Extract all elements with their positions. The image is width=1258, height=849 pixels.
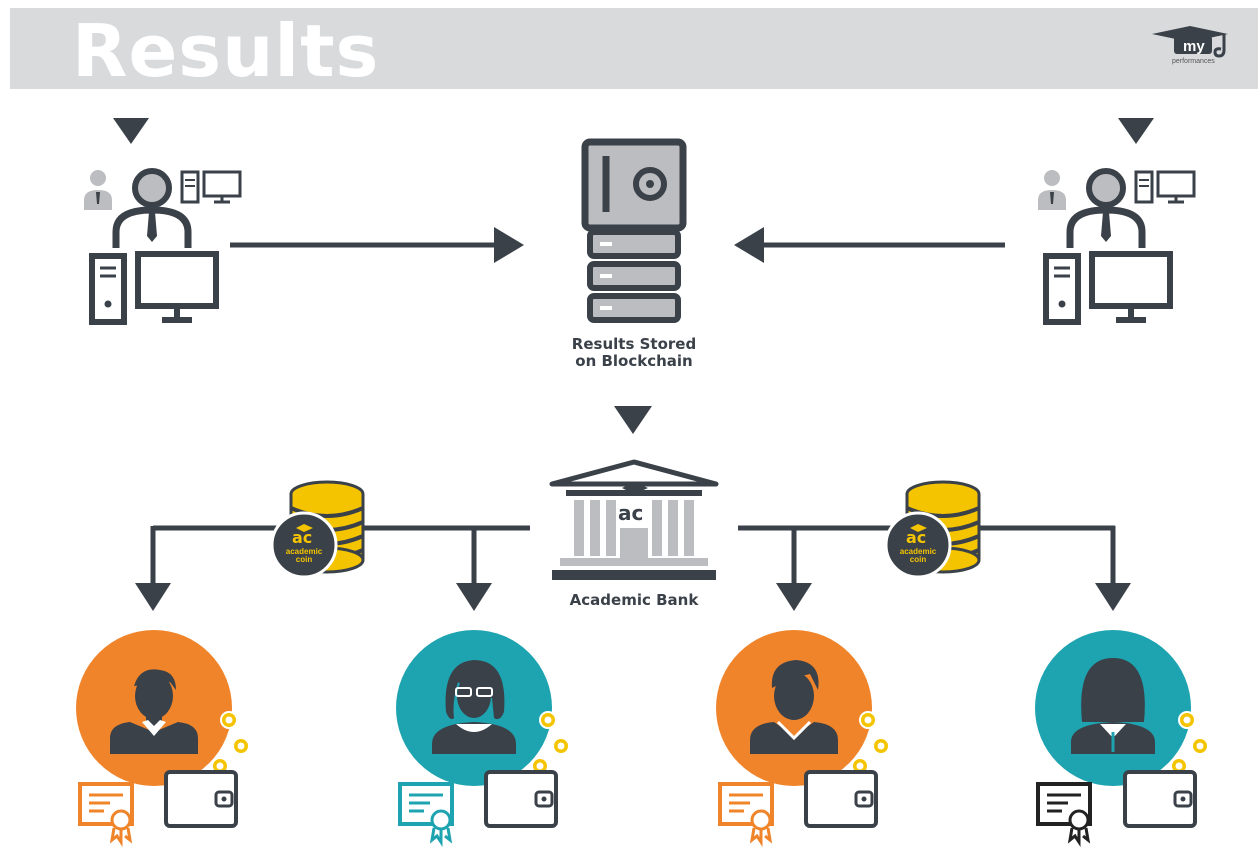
coin-mark: ac bbox=[292, 528, 312, 547]
certificate-icon bbox=[718, 782, 774, 844]
storage-label: Results Stored on Blockchain bbox=[544, 336, 724, 370]
down-arrow-icon bbox=[113, 118, 149, 144]
wallet-icon bbox=[164, 770, 238, 828]
coin-label: academic coin bbox=[890, 548, 946, 564]
certificate-icon bbox=[398, 782, 454, 844]
coin-icon bbox=[1191, 737, 1209, 755]
coin-icon bbox=[232, 737, 250, 755]
wallet-icon bbox=[804, 770, 878, 828]
academic-bank-icon: ac bbox=[549, 459, 719, 580]
coin-label-line1: academic bbox=[285, 547, 323, 556]
student-avatar-icon bbox=[1071, 658, 1155, 754]
my-performances-logo: my bbox=[1152, 26, 1228, 58]
blockchain-server-safe-icon bbox=[581, 138, 687, 323]
storage-label-line1: Results Stored bbox=[571, 335, 697, 353]
academic-coin-stack-icon: ac bbox=[270, 480, 365, 579]
coin-icon bbox=[872, 737, 890, 755]
coin-label-line2: coin bbox=[909, 555, 927, 564]
student-avatar-icon bbox=[750, 660, 838, 754]
coin-icon bbox=[220, 711, 238, 729]
logo-text: my bbox=[1183, 38, 1205, 55]
logo-subtitle: performances bbox=[1172, 58, 1215, 65]
coin-icon bbox=[1178, 711, 1196, 729]
down-arrow-icon bbox=[776, 583, 812, 611]
teacher-workstation-icon bbox=[84, 170, 240, 322]
coin-mark: ac bbox=[906, 528, 926, 547]
certificate-icon bbox=[78, 782, 134, 844]
coin-label-line1: academic bbox=[899, 547, 937, 556]
certificate-icon bbox=[1036, 782, 1092, 844]
down-arrow-icon bbox=[614, 406, 652, 434]
arrow-left-head-icon bbox=[734, 227, 764, 263]
down-arrow-icon bbox=[1118, 118, 1154, 144]
storage-label-line2: on Blockchain bbox=[575, 352, 693, 370]
header-bar bbox=[10, 8, 1258, 89]
student-avatar-icon bbox=[432, 660, 516, 754]
coin-icon bbox=[552, 737, 570, 755]
teacher-workstation-icon bbox=[1038, 170, 1194, 322]
student-card bbox=[76, 630, 250, 844]
page-title: Results bbox=[72, 9, 380, 85]
down-arrow-icon bbox=[1095, 583, 1131, 611]
wallet-icon bbox=[484, 770, 558, 828]
wallet-icon bbox=[1123, 770, 1197, 828]
academic-coin-stack-icon: ac bbox=[884, 480, 981, 579]
student-card bbox=[396, 630, 570, 844]
arrow-right-head-icon bbox=[494, 227, 524, 263]
student-card bbox=[1035, 630, 1209, 844]
coin-label: academic coin bbox=[276, 548, 332, 564]
bank-label: Academic Bank bbox=[569, 591, 699, 609]
coin-icon bbox=[539, 711, 557, 729]
bank-logo-text: ac bbox=[618, 501, 643, 525]
down-arrow-icon bbox=[456, 583, 492, 611]
student-card bbox=[716, 630, 890, 844]
coin-label-line2: coin bbox=[295, 555, 313, 564]
down-arrow-icon bbox=[135, 583, 171, 611]
coin-icon bbox=[859, 711, 877, 729]
